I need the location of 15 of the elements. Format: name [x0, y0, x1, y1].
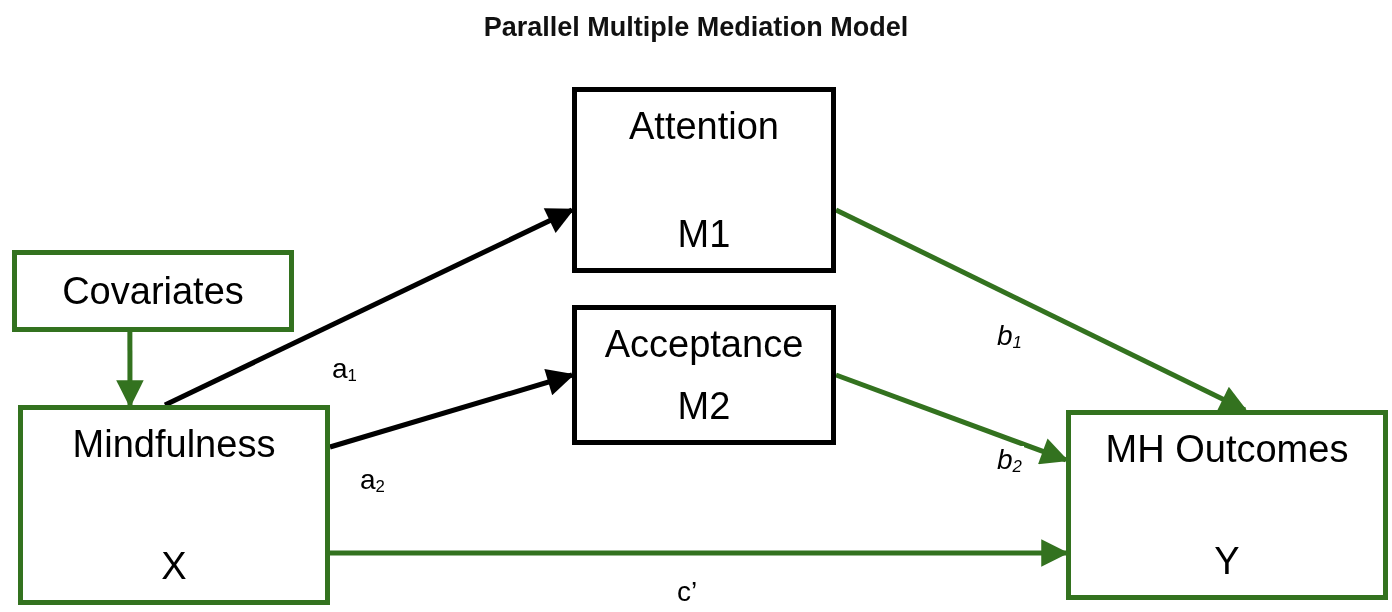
variable-name: Mindfulness: [72, 424, 276, 466]
variable-name: Attention: [629, 106, 779, 148]
variable-symbol: M2: [677, 386, 731, 428]
variable-symbol: Y: [1214, 541, 1240, 583]
variable-box: [572, 87, 836, 273]
variable-box: [572, 305, 836, 445]
variable-symbol: M1: [677, 214, 731, 256]
variable-name: MH Outcomes: [1105, 429, 1349, 471]
variable-box: [18, 405, 330, 605]
diagram-title: Parallel Multiple Mediation Model: [482, 12, 910, 43]
variable-symbol: X: [161, 546, 187, 588]
variable-name: Covariates: [62, 271, 244, 313]
variable-box: [12, 250, 294, 332]
variable-name: Acceptance: [604, 324, 804, 366]
variable-box: [1066, 410, 1388, 600]
